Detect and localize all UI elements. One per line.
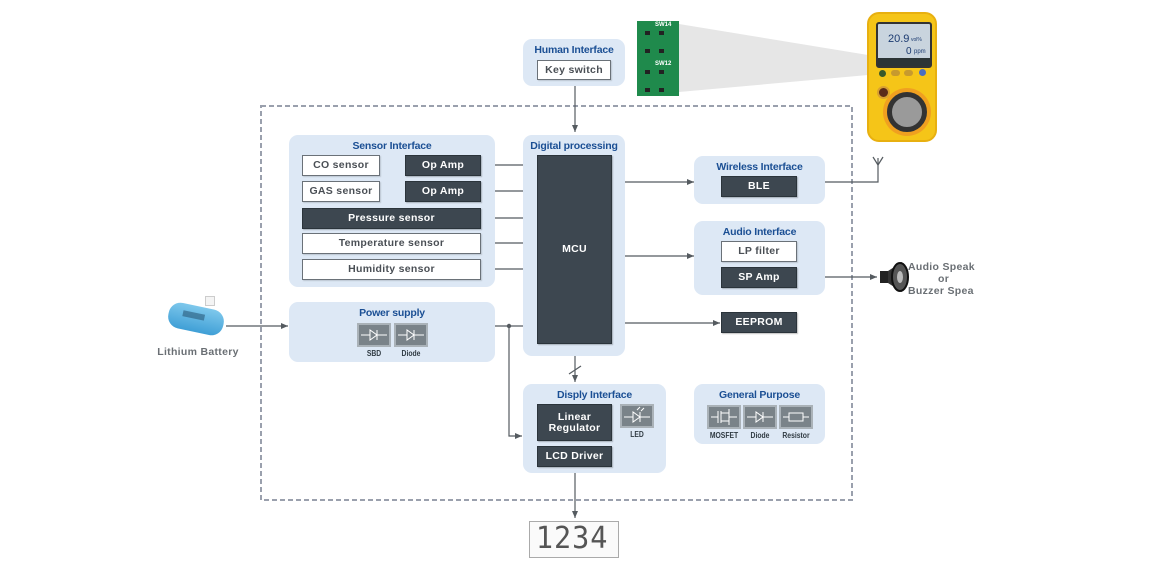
mcu-block: MCU: [537, 155, 612, 344]
human-interface-group: Human Interface Key switch: [523, 39, 625, 86]
temperature-sensor-block: Temperature sensor: [302, 233, 481, 254]
power-supply-group: Power supply SBD Diode: [289, 302, 495, 362]
speaker-icon: [880, 262, 909, 292]
pcb-sw14-label: SW14: [655, 22, 672, 28]
speaker-label: Audio Speak or Buzzer Spea: [908, 261, 978, 297]
digital-processing-group: Digital processing MCU: [523, 135, 625, 356]
bus-slash: [568, 365, 582, 375]
linear-regulator-line2: Regulator: [548, 421, 601, 434]
general-purpose-title: General Purpose: [718, 389, 801, 401]
detector-unit-1: vol%: [911, 37, 922, 43]
audio-interface-title: Audio Interface: [722, 226, 797, 238]
mosfet-icon: [707, 405, 741, 429]
lp-filter-block: LP filter: [721, 241, 797, 262]
system-boundary: [260, 105, 853, 501]
pcb-key-switch-image: SW14 SW12: [637, 21, 679, 96]
mosfet-label: MOSFET: [709, 431, 739, 440]
led-icon: [620, 404, 654, 428]
diode-label: Diode: [401, 349, 421, 358]
battery-connector: [205, 296, 215, 306]
seven-segment-display: 1234: [529, 521, 619, 558]
detector-reading-2: 0: [906, 46, 912, 57]
sensor-interface-group: Sensor Interface CO sensor Op Amp GAS se…: [289, 135, 495, 287]
linear-regulator-block: Linear Regulator: [537, 404, 612, 441]
display-interface-title: Disply Interface: [557, 389, 632, 401]
sbd-label: SBD: [366, 349, 382, 358]
op-amp-2-block: Op Amp: [405, 181, 481, 202]
display-interface-group: Disply Interface Linear Regulator LED LC…: [523, 384, 666, 473]
co-sensor-block: CO sensor: [302, 155, 380, 176]
eeprom-block: EEPROM: [721, 312, 797, 333]
junction-dot: [506, 323, 512, 329]
speaker-label-line3: Buzzer Spea: [908, 285, 974, 297]
sp-amp-block: SP Amp: [721, 267, 797, 288]
pcb-sw12-label: SW12: [655, 61, 672, 67]
speaker-label-line2: or: [938, 273, 950, 285]
diode-icon: [394, 323, 428, 347]
power-supply-title: Power supply: [359, 307, 425, 319]
diode-gp-icon: [743, 405, 777, 429]
digital-processing-title: Digital processing: [530, 140, 618, 152]
wire-power-display: [508, 326, 522, 439]
audio-interface-group: Audio Interface LP filter SP Amp: [694, 221, 825, 295]
op-amp-1-block: Op Amp: [405, 155, 481, 176]
antenna-icon: [872, 156, 884, 166]
wire-ble-antenna: [824, 165, 879, 183]
resistor-label: Resistor: [782, 431, 810, 440]
battery-label: Lithium Battery: [157, 346, 239, 358]
resistor-icon: [779, 405, 813, 429]
humidity-sensor-block: Humidity sensor: [302, 259, 481, 280]
linear-regulator-line1: Linear: [557, 410, 592, 423]
seven-segment-digits: 1234: [535, 521, 609, 556]
gas-sensor-block: GAS sensor: [302, 181, 380, 202]
pressure-sensor-block: Pressure sensor: [302, 208, 481, 229]
wireless-interface-title: Wireless Interface: [716, 161, 803, 173]
gas-detector-image: 20.9 vol% 0 ppm: [867, 12, 937, 142]
general-purpose-group: General Purpose MOSFET Diode Resistor: [694, 384, 825, 444]
sensor-interface-title: Sensor Interface: [352, 140, 432, 152]
speaker-label-line1: Audio Speak: [908, 261, 975, 273]
wireless-interface-group: Wireless Interface BLE: [694, 156, 825, 204]
zoom-projection: [679, 24, 868, 92]
detector-reading-1: 20.9: [888, 33, 910, 45]
led-label: LED: [630, 430, 644, 439]
detector-unit-2: ppm: [914, 49, 926, 55]
detector-sensor-port: [887, 92, 927, 132]
detector-screen: 20.9 vol% 0 ppm: [876, 22, 932, 68]
human-interface-title: Human Interface: [534, 44, 614, 56]
diode-gp-label: Diode: [750, 431, 770, 440]
sbd-icon: [357, 323, 391, 347]
lcd-driver-block: LCD Driver: [537, 446, 612, 467]
key-switch-block: Key switch: [537, 60, 611, 80]
ble-block: BLE: [721, 176, 797, 197]
